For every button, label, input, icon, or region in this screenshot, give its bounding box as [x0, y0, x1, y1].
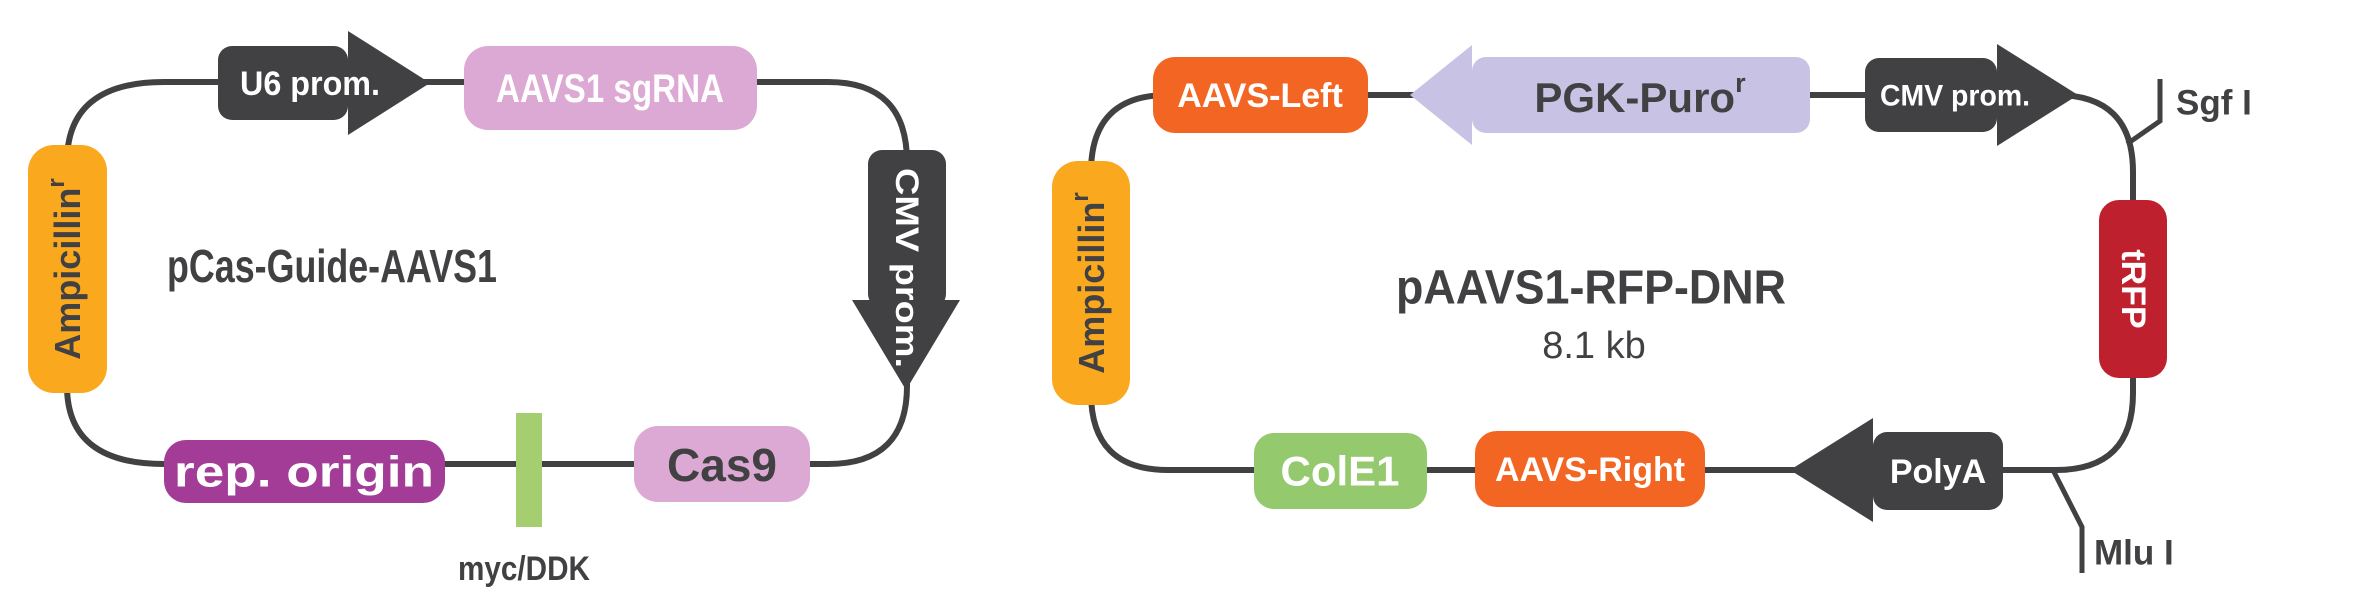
- left-ampicillin-feature: Ampicillinr: [28, 145, 107, 393]
- sgf1-site-tick: [2125, 79, 2163, 147]
- left-plasmid: U6 prom. AAVS1 sgRNA CMV prom. Ampicilli…: [28, 31, 960, 588]
- left-ampicillin-label: Ampicillinr: [43, 178, 88, 359]
- myc-ddk-feature: myc/DDK: [458, 413, 590, 588]
- sgf1-site-label: Sgf I: [2176, 84, 2252, 123]
- pgk-puro-body: [1472, 57, 1810, 133]
- aavs-left-feature: AAVS-Left: [1153, 57, 1368, 133]
- cole1-label: ColE1: [1280, 448, 1399, 495]
- trfp-box: [2099, 200, 2167, 378]
- polya-arrowhead: [1790, 418, 1873, 522]
- u6-promoter-body: [218, 46, 348, 120]
- rep-origin-feature: rep. origin: [164, 440, 445, 503]
- left-cmv-promoter-arrowhead: [852, 300, 960, 390]
- mlu1-site: Mlu I: [2051, 470, 2174, 573]
- trfp-feature: tRFP: [2099, 200, 2167, 378]
- right-ampicillin-box: [1052, 161, 1130, 405]
- polya-label: PolyA: [1890, 453, 1986, 491]
- pgk-puro-arrow: PGK-Puror: [1410, 45, 1810, 145]
- polya-arrow: PolyA: [1790, 418, 2003, 522]
- mlu1-site-label: Mlu I: [2094, 534, 2174, 573]
- right-ampicillin-text: Ampicillin: [1071, 202, 1112, 374]
- pgk-puro-label: PGK-Puror: [1534, 68, 1746, 121]
- u6-promoter-arrowhead: [348, 31, 430, 135]
- rep-origin-label: rep. origin: [174, 448, 434, 497]
- left-cmv-promoter-label: CMV prom.: [889, 168, 925, 368]
- aavs-right-label: AAVS-Right: [1495, 451, 1685, 489]
- aavs-left-label: AAVS-Left: [1177, 77, 1343, 115]
- pgk-puro-arrowhead: [1410, 45, 1472, 145]
- left-ampicillin-box: [28, 145, 107, 393]
- cas9-label: Cas9: [667, 439, 777, 491]
- pgk-puro-text: PGK-Puro: [1534, 74, 1735, 121]
- cas9-feature: Cas9: [634, 426, 810, 502]
- right-plasmid: Sgf I Mlu I Ampicillinr AAVS-Left PGK-Pu…: [1052, 44, 2252, 573]
- aavs-right-box: [1475, 431, 1705, 507]
- sgf1-site: Sgf I: [2125, 79, 2252, 147]
- sgrna-label: AAVS1 sgRNA: [496, 67, 724, 111]
- myc-ddk-label: myc/DDK: [458, 550, 590, 588]
- mlu1-site-tick: [2051, 470, 2085, 573]
- right-plasmid-size: 8.1 kb: [1542, 325, 1646, 367]
- u6-promoter-label: U6 prom.: [240, 65, 380, 103]
- aavs-left-box: [1153, 57, 1368, 133]
- u6-promoter-arrow: U6 prom.: [218, 31, 430, 135]
- left-ampicillin-superscript: r: [43, 178, 70, 187]
- left-plasmid-title: pCas-Guide-AAVS1: [167, 240, 497, 292]
- right-ampicillin-superscript: r: [1067, 192, 1094, 201]
- polya-body: [1873, 432, 2003, 510]
- right-plasmid-title: pAAVS1-RFP-DNR: [1396, 262, 1786, 315]
- sgrna-box: [464, 46, 757, 130]
- rep-origin-box: [164, 440, 445, 503]
- cas9-box: [634, 426, 810, 502]
- left-ampicillin-text: Ampicillin: [47, 188, 88, 360]
- aavs-right-feature: AAVS-Right: [1475, 431, 1705, 507]
- right-ampicillin-feature: Ampicillinr: [1052, 161, 1130, 405]
- right-cmv-promoter-arrow: CMV prom.: [1865, 44, 2078, 146]
- right-plasmid-backbone: [1088, 92, 2136, 473]
- myc-ddk-tick: [516, 413, 542, 527]
- cole1-box: [1254, 433, 1427, 509]
- pgk-puro-superscript: r: [1735, 68, 1746, 98]
- right-cmv-promoter-arrowhead: [1997, 44, 2078, 146]
- trfp-label: tRFP: [2114, 249, 2152, 328]
- sgrna-feature: AAVS1 sgRNA: [464, 46, 757, 130]
- cole1-feature: ColE1: [1254, 433, 1427, 509]
- right-ampicillin-label: Ampicillinr: [1067, 192, 1112, 373]
- left-cmv-promoter-arrow: CMV prom.: [852, 150, 960, 390]
- left-cmv-promoter-body: [868, 150, 946, 308]
- right-cmv-promoter-body: [1865, 58, 1997, 132]
- right-cmv-promoter-label: CMV prom.: [1880, 80, 2030, 113]
